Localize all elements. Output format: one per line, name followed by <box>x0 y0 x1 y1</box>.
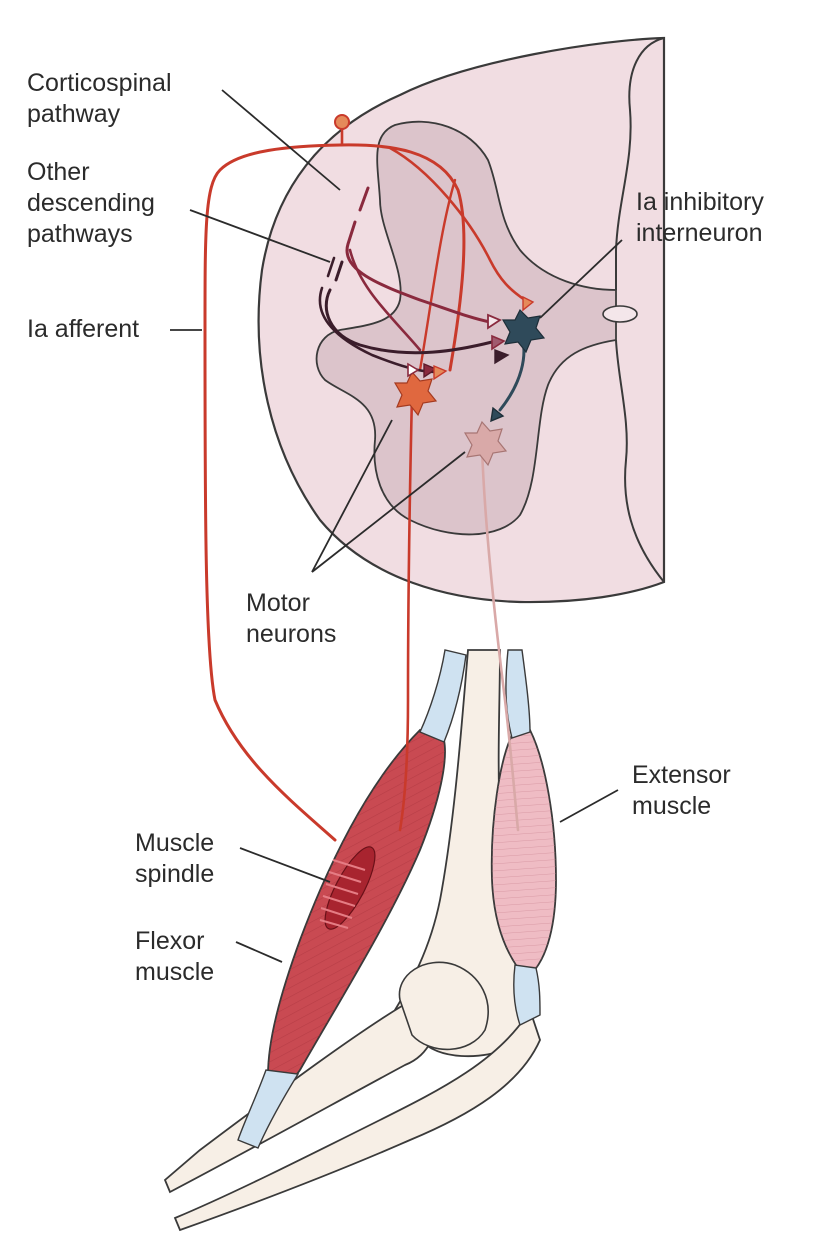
neural-pathways <box>203 114 527 842</box>
synapse-terminal <box>494 348 510 365</box>
extensor-motor-neuron <box>463 420 508 467</box>
central-canal <box>602 305 638 323</box>
forearm-bone <box>163 998 435 1194</box>
extensor-motor-axon <box>480 446 520 832</box>
leader-flexor <box>235 941 283 963</box>
extensor-lower-tendon <box>513 964 541 1026</box>
synapse-terminal <box>423 362 438 379</box>
label-ia-inhibitory-interneuron: Ia inhibitory interneuron <box>636 188 764 247</box>
flexor-lower-tendon <box>237 1069 300 1149</box>
elbow-joint <box>398 961 489 1051</box>
leader-motor-neuron-1 <box>311 419 393 573</box>
corticospinal-fiber <box>345 186 492 324</box>
other-descending-fiber <box>324 260 494 355</box>
synapse-terminal <box>490 406 505 423</box>
leader-ia-inhibitory <box>539 239 623 319</box>
forearm-bone-2 <box>173 1007 541 1232</box>
leader-muscle-spindle <box>239 847 331 883</box>
leader-lines <box>170 89 623 963</box>
arm-illustration <box>163 649 557 1232</box>
neurons <box>393 295 546 467</box>
label-motor-neurons: Motor neurons <box>246 589 337 648</box>
flexor-motor-axon <box>398 393 414 832</box>
midline-fissure <box>615 37 665 583</box>
muscle-spindle-shape <box>319 846 376 930</box>
leader-extensor <box>559 789 619 823</box>
leader-corticospinal <box>221 89 341 191</box>
label-corticospinal: Corticospinal pathway <box>27 69 172 128</box>
flexor-motor-neuron <box>393 370 438 417</box>
synapse-terminal <box>433 364 448 381</box>
label-muscle-spindle: Muscle spindle <box>135 829 215 888</box>
leader-motor-neuron-2 <box>311 451 466 573</box>
synapse-terminal <box>491 334 506 351</box>
ia-inhibitory-interneuron <box>501 308 546 354</box>
synapse-terminal <box>407 362 420 378</box>
leader-other-descending <box>189 209 331 263</box>
label-extensor-muscle: Extensor muscle <box>632 761 731 820</box>
synapse-terminal <box>522 295 535 312</box>
synapse-terminal <box>487 313 502 330</box>
label-flexor-muscle: Flexor muscle <box>135 927 215 986</box>
extensor-tendon <box>505 649 531 739</box>
ia-afferent-fiber <box>203 143 466 842</box>
gray-matter <box>315 120 617 536</box>
label-other-descending: Other descending pathways <box>27 158 155 248</box>
flexor-upper-tendon <box>419 649 467 743</box>
label-ia-afferent: Ia afferent <box>27 315 140 343</box>
spinal-cord-section <box>257 36 666 604</box>
afferent-terminal-knob <box>334 114 350 130</box>
